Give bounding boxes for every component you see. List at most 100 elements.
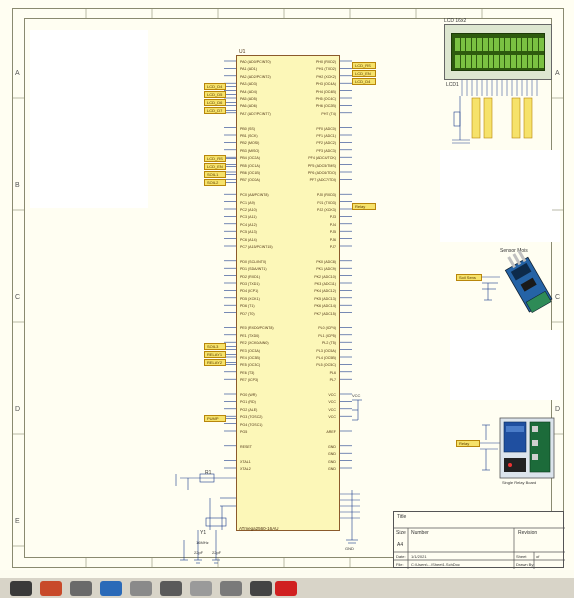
net-flag[interactable]: SOIL3 [204,343,226,350]
mcu-pin-left: PA7 (AD7/PCINT7) [240,111,271,116]
crystal-value: 16MHz [196,540,209,545]
mcu-pin-left: PD6 (T1) [240,304,255,309]
net-flag[interactable]: LCD_RS [204,155,226,162]
mcu-pin-left: PC5 (A13) [240,230,257,235]
microcontroller[interactable]: U1 ATmega2560-16AU PA0 (AD0/PCINT0)PA1 (… [236,49,340,531]
net-flag[interactable]: PUMP [204,415,226,422]
tb-file-value: C:\Users\...\Sheet1.SchDoc [411,562,460,567]
taskbar-app-icon[interactable] [70,581,92,596]
net-flag[interactable]: LCD_D7 [204,107,226,114]
net-flag[interactable]: LCD_D5 [204,91,226,98]
mcu-pin-left: XTAL2 [240,467,251,471]
net-flag[interactable]: LCD_EN [352,70,376,77]
lcd-char-cell [488,38,494,51]
lcd-char-cell [466,55,471,68]
lcd-ref: LCD1 [446,82,459,88]
net-flag[interactable]: LCD_D4 [352,78,376,85]
lcd-screen [451,33,545,71]
net-flag[interactable]: LCD_D6 [204,99,226,106]
net-flag[interactable]: LCD_RS [352,62,376,69]
mcu-pin-left: PC4 (A12) [240,222,257,227]
mcu-pin-right: PH1 (TXD2) [316,67,336,72]
cap1-value: 22pF [194,550,204,555]
mcu-pin-right: PJ7 [329,245,336,249]
mcu-pin-left: PA5 (AD5) [240,97,257,101]
taskbar-app-icon[interactable] [160,581,182,596]
mcu-pin-right: PF5 (ADC5/TMS) [307,163,336,168]
mcu-pin-right: PF1 (ADC1) [316,134,336,138]
mcu-pin-left: PE6 (T3) [240,370,255,375]
lcd-char-cell [455,55,460,68]
relay-module[interactable]: Single Relay Board [498,416,556,490]
mcu-pin-left: PD2 (RXD1) [240,274,260,279]
lcd-title: LCD 16x2 [444,18,467,24]
tb-size-value: A4 [397,542,404,548]
tb-size-label: Size [396,530,406,536]
gnd-label: GND [345,546,354,551]
tb-title-label: Title [397,514,407,520]
schematic-sheet: AABBCCDDEE U1 ATmega2560-16AU PA0 (AD0/P… [12,8,565,569]
lcd-char-cell [522,38,527,51]
relay-title: Single Relay Board [502,480,537,485]
tb-drawn-label: Drawn By: [516,562,535,567]
lcd-char-cell [516,55,522,68]
net-flag[interactable]: LCD_D4 [204,83,226,90]
start-button[interactable] [10,581,32,596]
net-flag[interactable]: RELAY1 [204,351,226,358]
taskbar-app-icon[interactable] [100,581,122,596]
net-flag[interactable]: Relay [352,203,376,210]
mcu-pin-left: PD7 (T0) [240,311,255,316]
lcd-module[interactable]: LCD 16x2 LCD1 [444,18,554,88]
mcu-pin-right: PL7 [329,378,336,383]
net-flag[interactable]: SOIL2 [204,179,226,186]
net-flag[interactable]: Relay [456,440,480,447]
mcu-pin-right: VCC [328,407,336,412]
mcu-pin-right: PL4 (OC5B) [316,356,336,360]
mcu-pin-left: PB7 (OC0A) [240,178,260,183]
mcu-pin-left: PC3 (A11) [240,215,257,220]
mcu-pin-right: PK2 (ADC10) [314,274,336,279]
mcu-pin-left: PD5 (XCK1) [240,296,260,301]
lcd-char-cell [455,38,460,51]
tb-date-label: Date: [396,554,406,559]
taskbar-app-icon[interactable] [275,581,297,596]
lcd-char-cell [460,38,466,51]
net-flag[interactable]: SOIL1 [204,171,226,178]
mcu-pin-right: GND [328,459,336,464]
mcu-pin-right: PH2 (XCK2) [316,74,336,79]
mcu-pin-left: PG5 [240,430,248,434]
lcd-char-cell [494,55,499,68]
sensor-title: Sensor Mois [500,248,528,254]
mcu-pin-right: PF7 (ADC7/TDI) [309,178,336,183]
taskbar-app-icon[interactable] [40,581,62,596]
mcu-pin-left: PG2 (ALE) [240,407,258,412]
mcu-pin-right: AREF [326,430,336,434]
mcu-pin-right: PL6 [329,370,336,375]
mcu-pin-right: PK6 (ADC14) [314,304,336,309]
lcd-char-cell [471,38,477,51]
cap2-value: 22pF [212,550,222,555]
mcu-pin-right: PK4 (ADC12) [314,289,336,294]
taskbar-app-icon[interactable] [250,581,272,596]
soil-moisture-sensor[interactable]: Sensor Mois [500,240,560,320]
mcu-pin-left: PA2 (AD2/PCINT2) [240,74,271,79]
mcu-pin-right: PH5 (OC4C) [315,97,336,101]
zone-label-left: D [15,406,21,413]
mcu-pin-left: PG0 (WR) [240,393,257,397]
taskbar-app-icon[interactable] [130,581,152,596]
zone-label-right: D [555,406,561,413]
taskbar-app-icon[interactable] [190,581,212,596]
vcc-label: VCC [352,393,361,398]
net-flag[interactable]: Soil Sens [456,274,482,281]
mcu-pin-right: GND [328,452,336,457]
mcu-pin-right: PF2 (ADC2) [316,141,336,146]
lcd-char-cell [477,55,482,68]
net-flag[interactable]: LCD_EN [204,163,226,170]
taskbar-app-icon[interactable] [220,581,242,596]
mcu-pin-right: GND [328,444,336,449]
net-flag[interactable]: RELAY2 [204,359,226,366]
lcd-char-cell [522,55,527,68]
mcu-pin-left: PC7 (A15/PCINT15) [240,245,273,249]
tb-date-value: 1/1/2021 [411,554,427,559]
zone-label-left: C [15,294,21,301]
